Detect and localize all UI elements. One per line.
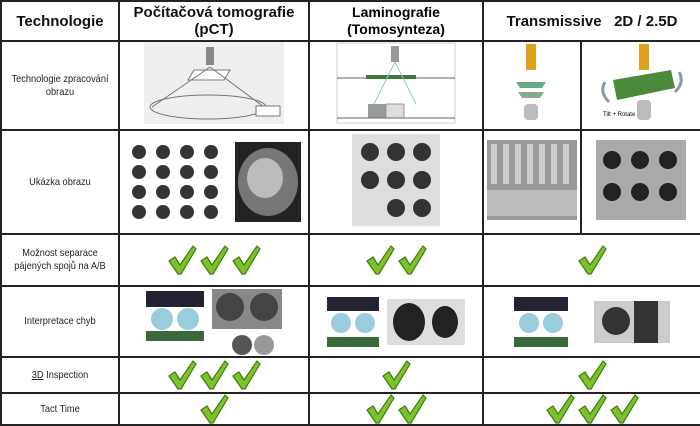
solder-ball [156, 185, 170, 199]
separation-lamino-checks [310, 245, 482, 275]
pct-diagram [118, 40, 310, 131]
header-transmissive: Transmissive 2D / 2.5D [482, 0, 700, 42]
solder-ball [204, 205, 218, 219]
checkmark-icon [168, 360, 197, 390]
separation-transmissive-checks [484, 245, 700, 275]
header-technology: Technologie [0, 0, 120, 42]
checkmark-icon [578, 245, 607, 275]
header-lamino-line2: (Tomosynteza) [347, 21, 445, 37]
3d-prefix: 3D [31, 368, 44, 381]
separation-line1: Možnost separace [22, 247, 98, 259]
transmissive-defect-images [482, 285, 700, 358]
separation-line2: pájených spojů na A/B [14, 260, 106, 272]
solder-ball [156, 205, 170, 219]
solder-ball [204, 145, 218, 159]
solder-ball [180, 205, 194, 219]
transmissive-25d-diagram: Tilt + Rotate [580, 40, 700, 131]
solder-ball [156, 165, 170, 179]
checkmark-icon [382, 360, 411, 390]
laminography-defect-images [308, 285, 484, 358]
transmissive-2d-diagram [482, 40, 582, 131]
row-label-tact-time: Tact Time [40, 402, 80, 415]
tact-transmissive-checks [484, 394, 700, 424]
row-label-defects: Interpretace chyb [24, 315, 96, 327]
separation-pct-checks [120, 245, 308, 275]
row-label-processing: Technologie zpracování obrazu [11, 72, 109, 98]
solder-ball [204, 165, 218, 179]
solder-ball [132, 145, 146, 159]
solder-ball [180, 185, 194, 199]
transmissive-2d-sample-image [482, 129, 582, 235]
checkmark-icon [200, 245, 229, 275]
header-lamino-line1: Laminografie [352, 4, 440, 20]
solder-ball [132, 205, 146, 219]
checkmark-icon [398, 245, 427, 275]
checkmark-icon [366, 245, 395, 275]
laminography-sample-image [308, 129, 484, 235]
checkmark-icon [578, 360, 607, 390]
3d-lamino-checks [310, 360, 482, 390]
solder-ball [132, 185, 146, 199]
inspection-suffix: Inspection [43, 368, 89, 381]
laminography-diagram [308, 40, 484, 131]
pct-sample-image [118, 129, 310, 235]
checkmark-icon [232, 360, 261, 390]
row-label-3d-inspection: 3D Inspection [9, 369, 111, 382]
solder-ball [132, 165, 146, 179]
solder-ball [204, 185, 218, 199]
solder-ball [180, 145, 194, 159]
checkmark-icon [232, 245, 261, 275]
header-laminography: Laminografie(Tomosynteza) [308, 0, 484, 42]
checkmark-icon [168, 245, 197, 275]
header-pct: Počítačová tomografie (pCT) [118, 0, 310, 42]
checkmark-icon [200, 360, 229, 390]
3d-transmissive-checks [484, 360, 700, 390]
row-label-sample: Ukázka obrazu [29, 175, 91, 188]
pct-defect-images [118, 285, 310, 358]
solder-ball [156, 145, 170, 159]
tilt-rotate-label: Tilt + Rotate [603, 112, 636, 118]
3d-pct-checks [120, 360, 308, 390]
transmissive-25d-sample-image [580, 129, 700, 235]
solder-ball [180, 165, 194, 179]
